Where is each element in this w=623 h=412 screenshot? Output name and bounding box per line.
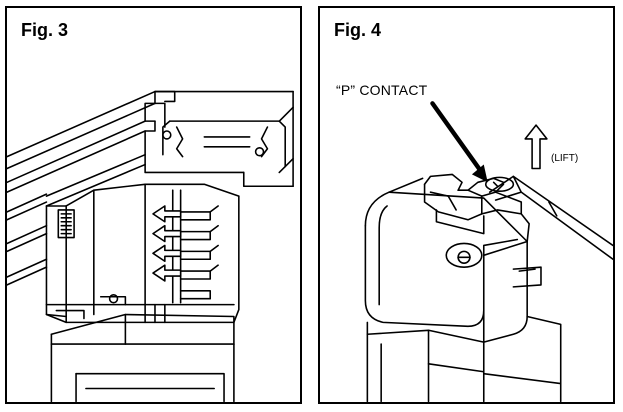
lift-label: (LIFT) <box>551 153 579 164</box>
figure-4-panel: Fig. 4 “P” CONTACT (LIFT) <box>318 6 615 404</box>
lower-housing <box>366 315 562 402</box>
figure-4-label: Fig. 4 <box>334 20 382 40</box>
adapter-block <box>364 173 542 343</box>
adapter-body <box>45 183 240 402</box>
figure-4-illustration <box>364 101 613 402</box>
p-contact-callout: “P” CONTACT <box>336 82 428 98</box>
figure-3-panel: Fig. 3 <box>5 6 302 404</box>
p-contact <box>484 176 515 192</box>
figure-3-label: Fig. 3 <box>21 20 69 40</box>
pointer-arrow-icon <box>430 101 488 183</box>
screwdriver <box>488 175 613 261</box>
insertion-arrow-icon <box>152 205 182 282</box>
lift-arrow-icon <box>524 124 548 170</box>
track-rail <box>7 90 294 286</box>
figure-3-illustration <box>7 90 294 402</box>
adapter-ribs <box>171 189 219 304</box>
